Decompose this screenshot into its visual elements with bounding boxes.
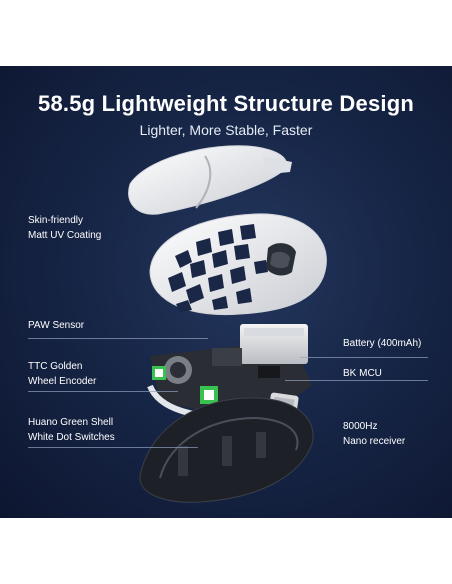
leader-line-encoder [28,391,178,392]
leader-line-battery [300,357,428,358]
callout-coating-line1: Skin-friendly [28,215,84,226]
callout-battery-text: Battery (400mAh) [343,338,422,349]
product-banner: 58.5g Lightweight Structure Design Light… [0,66,452,518]
callout-receiver: 8000Hz Nano receiver [343,419,405,449]
callout-coating: Skin-friendly Matt UV Coating [28,213,101,243]
leader-line-mcu [285,380,428,381]
top-cover-shell [128,145,292,215]
headline: 58.5g Lightweight Structure Design [38,91,414,116]
callout-sensor: PAW Sensor [28,318,84,333]
callout-receiver-line2: Nano receiver [343,436,406,447]
callout-sensor-text: PAW Sensor [28,320,85,331]
leader-line-sensor [28,338,208,339]
callout-mcu: BK MCU [343,366,382,381]
callout-battery: Battery (400mAh) [343,336,421,351]
callout-encoder: TTC Golden Wheel Encoder [28,359,96,389]
bottom-shell [139,397,314,503]
callout-encoder-line1: TTC Golden [28,361,83,372]
callout-encoder-line2: Wheel Encoder [28,376,97,387]
callout-switches-line2: White Dot Switches [28,432,115,443]
honeycomb-body-shell [149,213,327,316]
mouse-exploded-view-illustration [128,145,327,503]
subheadline: Lighter, More Stable, Faster [139,122,313,138]
callout-mcu-text: BK MCU [343,368,382,379]
callout-switches: Huano Green Shell White Dot Switches [28,415,115,445]
callout-receiver-line1: 8000Hz [343,421,378,432]
leader-line-switches [28,447,198,448]
callout-switches-line1: Huano Green Shell [28,417,114,428]
callout-coating-line2: Matt UV Coating [28,230,102,241]
